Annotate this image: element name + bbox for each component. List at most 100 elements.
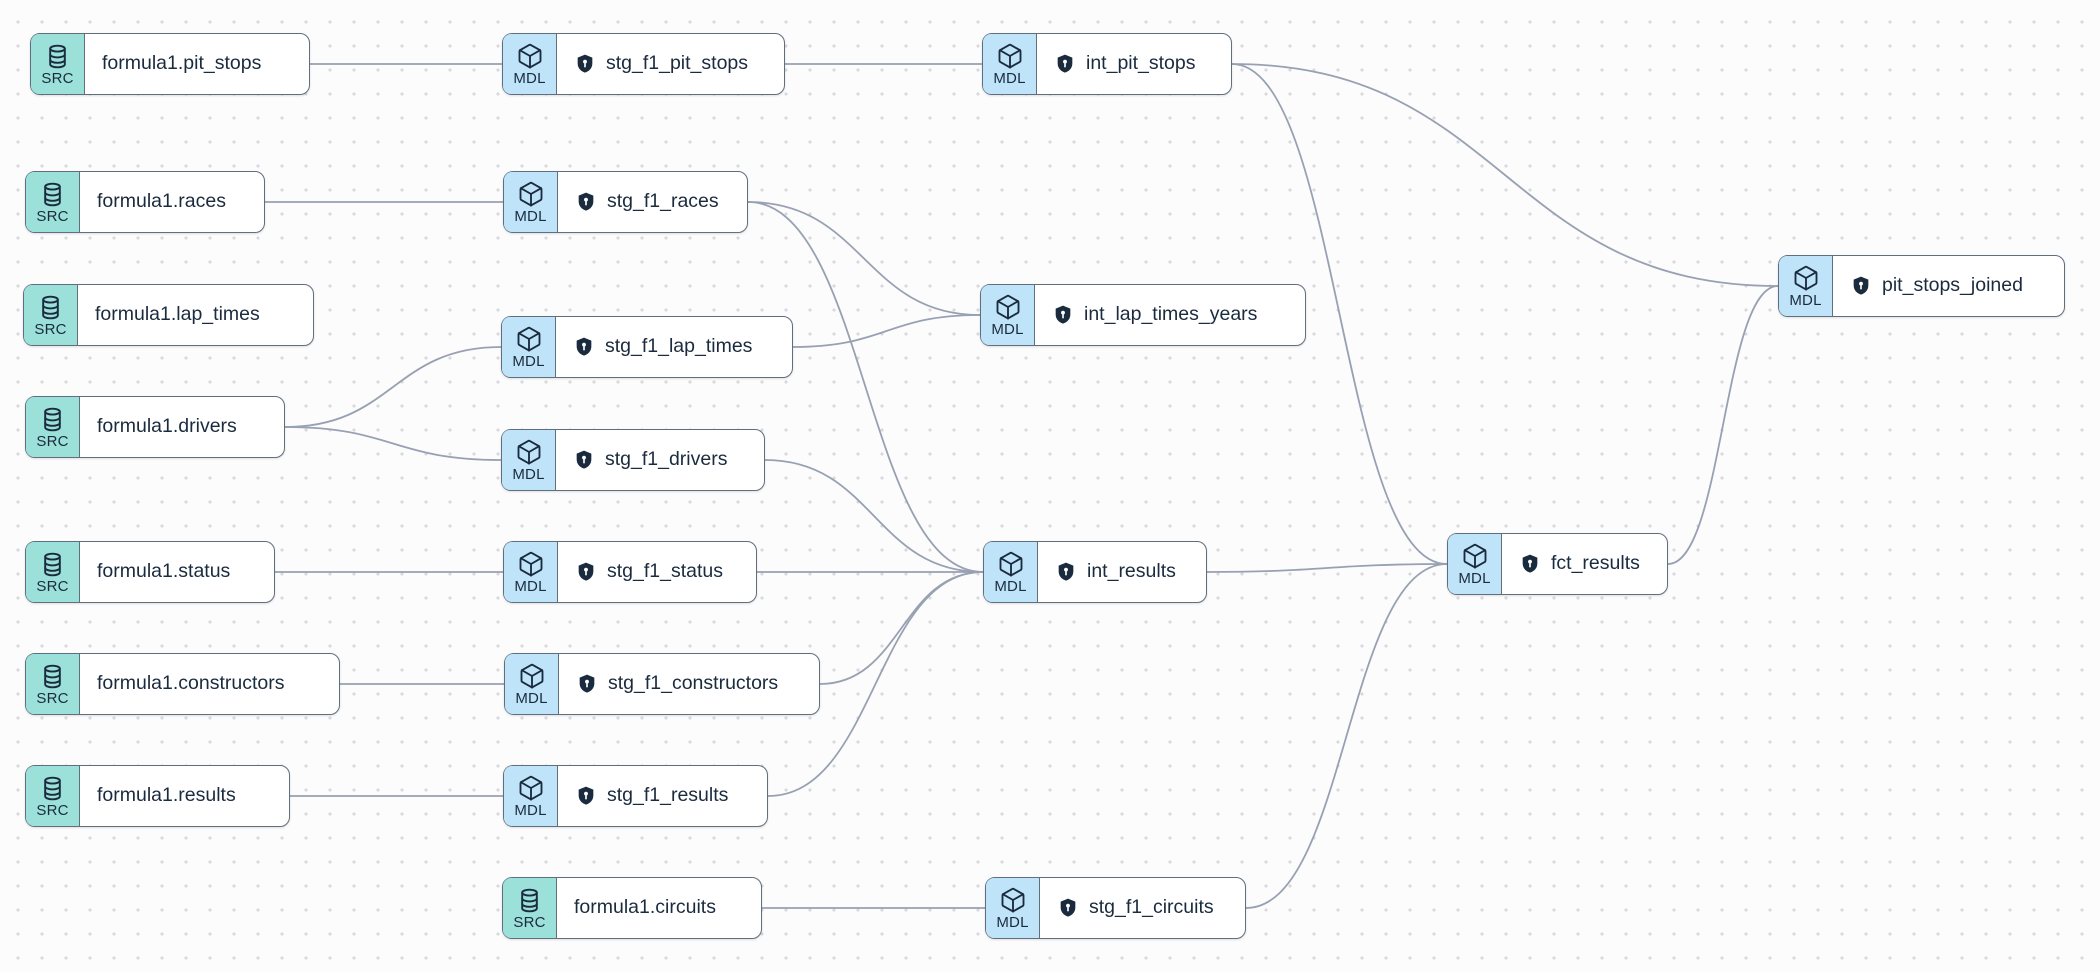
model-node-int_results[interactable]: MDL int_results bbox=[983, 541, 1207, 603]
shield-icon bbox=[573, 449, 595, 471]
node-body: int_lap_times_years bbox=[1035, 285, 1305, 345]
source-node-formula1.circuits[interactable]: SRC formula1.circuits bbox=[502, 877, 762, 939]
edge-formula1.drivers-to-stg_f1_lap_times bbox=[284, 346, 502, 428]
shield-icon bbox=[573, 336, 595, 358]
node-type-label: SRC bbox=[513, 913, 546, 931]
source-node-formula1.pit_stops[interactable]: SRC formula1.pit_stops bbox=[30, 33, 310, 95]
node-type-label: MDL bbox=[994, 578, 1027, 595]
model-node-stg_f1_lap_times[interactable]: MDL stg_f1_lap_times bbox=[501, 316, 793, 378]
node-type-badge: SRC bbox=[31, 34, 85, 94]
node-type-label: MDL bbox=[514, 578, 547, 595]
node-body: formula1.circuits bbox=[557, 878, 761, 938]
shield-icon bbox=[575, 561, 597, 583]
node-type-badge: MDL bbox=[981, 285, 1035, 345]
node-label: stg_f1_lap_times bbox=[605, 335, 753, 358]
node-type-badge: MDL bbox=[504, 766, 558, 826]
edge-stg_f1_drivers-to-int_results bbox=[764, 459, 984, 573]
edge-formula1.drivers-to-stg_f1_drivers bbox=[284, 426, 502, 461]
node-body: formula1.lap_times bbox=[78, 285, 313, 345]
node-type-badge: MDL bbox=[503, 34, 557, 94]
node-body: stg_f1_lap_times bbox=[556, 317, 792, 377]
source-node-formula1.status[interactable]: SRC formula1.status bbox=[25, 541, 275, 603]
node-label: formula1.constructors bbox=[97, 672, 285, 695]
shield-icon bbox=[574, 53, 596, 75]
node-label: stg_f1_drivers bbox=[605, 448, 728, 471]
node-body: stg_f1_races bbox=[558, 172, 747, 232]
model-node-stg_f1_results[interactable]: MDL stg_f1_results bbox=[503, 765, 768, 827]
node-type-label: SRC bbox=[36, 207, 69, 225]
node-type-badge: MDL bbox=[504, 172, 558, 232]
node-body: stg_f1_status bbox=[558, 542, 756, 602]
node-label: formula1.results bbox=[97, 784, 236, 807]
node-type-label: MDL bbox=[991, 321, 1024, 338]
source-node-formula1.races[interactable]: SRC formula1.races bbox=[25, 171, 265, 233]
node-label: formula1.status bbox=[97, 560, 231, 583]
node-body: stg_f1_circuits bbox=[1040, 878, 1245, 938]
model-node-stg_f1_races[interactable]: MDL stg_f1_races bbox=[503, 171, 748, 233]
cube-icon bbox=[994, 293, 1022, 321]
edge-fct_results-to-pit_stops_joined bbox=[1667, 285, 1779, 565]
node-type-badge: MDL bbox=[986, 878, 1040, 938]
node-type-badge: MDL bbox=[505, 654, 559, 714]
node-label: pit_stops_joined bbox=[1882, 274, 2023, 297]
shield-icon bbox=[1055, 561, 1077, 583]
model-node-stg_f1_status[interactable]: MDL stg_f1_status bbox=[503, 541, 757, 603]
node-type-label: SRC bbox=[41, 69, 74, 87]
database-icon bbox=[39, 663, 66, 690]
source-node-formula1.results[interactable]: SRC formula1.results bbox=[25, 765, 290, 827]
node-label: formula1.drivers bbox=[97, 415, 237, 438]
node-label: formula1.races bbox=[97, 190, 226, 213]
node-type-badge: MDL bbox=[984, 542, 1038, 602]
database-icon bbox=[39, 181, 66, 208]
node-type-label: MDL bbox=[1789, 292, 1822, 309]
shield-icon bbox=[575, 191, 597, 213]
node-type-badge: SRC bbox=[26, 766, 80, 826]
node-type-label: MDL bbox=[514, 208, 547, 225]
node-type-label: MDL bbox=[515, 690, 548, 707]
cube-icon bbox=[515, 325, 543, 353]
cube-icon bbox=[1461, 542, 1489, 570]
model-node-int_lap_times_years[interactable]: MDL int_lap_times_years bbox=[980, 284, 1306, 346]
node-type-label: SRC bbox=[36, 801, 69, 819]
node-type-label: MDL bbox=[513, 70, 546, 87]
node-type-badge: MDL bbox=[1448, 534, 1502, 594]
shield-icon bbox=[576, 673, 598, 695]
model-node-stg_f1_pit_stops[interactable]: MDL stg_f1_pit_stops bbox=[502, 33, 785, 95]
node-type-badge: SRC bbox=[26, 654, 80, 714]
edge-stg_f1_circuits-to-fct_results bbox=[1245, 563, 1448, 909]
node-body: stg_f1_results bbox=[558, 766, 767, 826]
model-node-pit_stops_joined[interactable]: MDL pit_stops_joined bbox=[1778, 255, 2065, 317]
node-body: formula1.constructors bbox=[80, 654, 339, 714]
node-label: stg_f1_pit_stops bbox=[606, 52, 749, 75]
node-body: int_results bbox=[1038, 542, 1206, 602]
node-label: formula1.pit_stops bbox=[102, 52, 262, 75]
node-label: int_results bbox=[1087, 560, 1176, 583]
node-label: stg_f1_status bbox=[607, 560, 723, 583]
node-label: formula1.lap_times bbox=[95, 303, 260, 326]
database-icon bbox=[39, 775, 66, 802]
shield-icon bbox=[575, 785, 597, 807]
node-type-badge: SRC bbox=[26, 542, 80, 602]
cube-icon bbox=[997, 550, 1025, 578]
node-type-label: MDL bbox=[1458, 570, 1491, 587]
node-body: pit_stops_joined bbox=[1833, 256, 2064, 316]
node-type-label: MDL bbox=[512, 353, 545, 370]
node-type-badge: MDL bbox=[504, 542, 558, 602]
source-node-formula1.constructors[interactable]: SRC formula1.constructors bbox=[25, 653, 340, 715]
node-body: formula1.pit_stops bbox=[85, 34, 309, 94]
node-type-badge: MDL bbox=[1779, 256, 1833, 316]
node-type-badge: MDL bbox=[502, 317, 556, 377]
node-type-badge: SRC bbox=[503, 878, 557, 938]
edge-int_pit_stops-to-pit_stops_joined bbox=[1231, 63, 1779, 287]
node-type-label: MDL bbox=[514, 802, 547, 819]
edge-int_results-to-fct_results bbox=[1206, 563, 1448, 573]
node-body: stg_f1_drivers bbox=[556, 430, 764, 490]
